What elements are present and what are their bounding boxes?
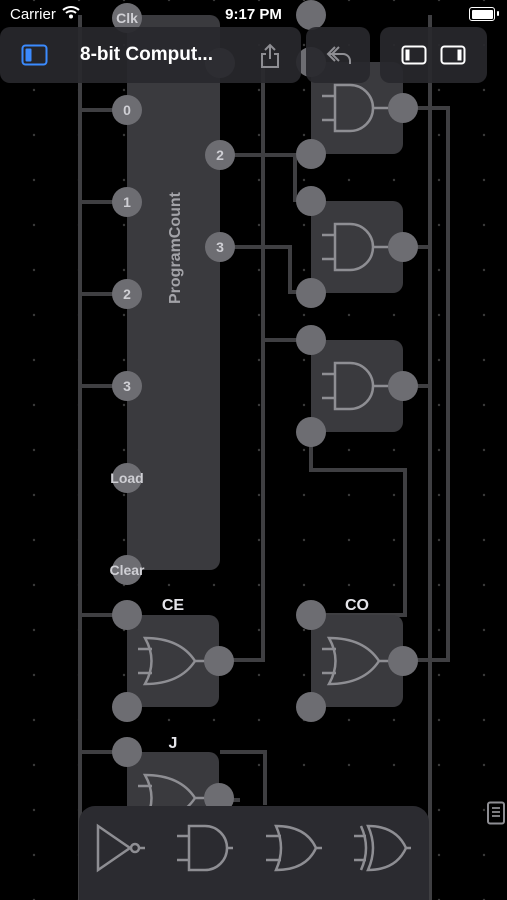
program-counter-label: ProgramCount bbox=[167, 191, 184, 304]
pc-input-port-0 bbox=[112, 95, 142, 125]
port bbox=[296, 692, 326, 722]
carrier-label: Carrier bbox=[10, 6, 56, 23]
component-palette bbox=[79, 806, 429, 900]
port bbox=[296, 417, 326, 447]
gate-label-co: CO bbox=[345, 597, 369, 614]
pc-output-label-2: 2 bbox=[216, 147, 224, 163]
document-title[interactable]: 8-bit Comput... bbox=[80, 44, 213, 65]
port bbox=[388, 232, 418, 262]
and-gate-icon bbox=[322, 361, 388, 411]
port bbox=[204, 646, 234, 676]
and-gate-icon[interactable] bbox=[175, 818, 235, 878]
status-bar: Carrier 9:17 PM bbox=[0, 0, 507, 30]
share-icon[interactable] bbox=[259, 43, 281, 69]
pc-input-port-2 bbox=[112, 279, 142, 309]
pc-output-port-3 bbox=[205, 232, 235, 262]
pc-output-label-3: 3 bbox=[216, 239, 224, 255]
pc-input-label-1: 1 bbox=[123, 194, 131, 210]
xor-gate-icon[interactable] bbox=[352, 818, 412, 878]
pc-input-port-clk bbox=[112, 3, 142, 33]
port bbox=[112, 600, 142, 630]
or-gate-icon[interactable] bbox=[264, 818, 324, 878]
port bbox=[296, 0, 326, 30]
document-toolbar bbox=[0, 27, 301, 83]
pc-input-label-3: 3 bbox=[123, 378, 131, 394]
pc-input-label-0: 0 bbox=[123, 102, 131, 118]
pc-input-label-load: Load bbox=[110, 470, 143, 486]
port bbox=[112, 737, 142, 767]
pc-input-label-clk: Clk bbox=[116, 10, 138, 26]
port bbox=[388, 93, 418, 123]
port bbox=[296, 325, 326, 355]
inspector-document-icon[interactable] bbox=[486, 801, 506, 825]
port bbox=[296, 278, 326, 308]
pc-input-label-clear: Clear bbox=[109, 562, 145, 578]
layout-toolbar bbox=[380, 27, 487, 83]
undo-icon[interactable] bbox=[325, 44, 353, 66]
pc-input-port-clear bbox=[112, 555, 142, 585]
left-panel-icon[interactable] bbox=[401, 45, 427, 65]
pc-input-label-2: 2 bbox=[123, 286, 131, 302]
and-gate-icon bbox=[322, 83, 388, 133]
port bbox=[204, 783, 234, 813]
gate-label-j: J bbox=[169, 735, 178, 752]
pc-input-port-load bbox=[112, 463, 142, 493]
sidebar-toggle-icon[interactable] bbox=[21, 44, 48, 66]
and-gate-icon bbox=[322, 222, 388, 272]
port bbox=[296, 600, 326, 630]
clock: 9:17 PM bbox=[225, 6, 282, 23]
port bbox=[296, 139, 326, 169]
port bbox=[296, 186, 326, 216]
port bbox=[388, 646, 418, 676]
pc-input-port-3 bbox=[112, 371, 142, 401]
port bbox=[112, 692, 142, 722]
wifi-icon bbox=[62, 6, 80, 19]
right-panel-icon[interactable] bbox=[440, 45, 466, 65]
pc-input-port-1 bbox=[112, 187, 142, 217]
gate-label-ce: CE bbox=[162, 597, 185, 614]
battery-tip bbox=[497, 11, 499, 16]
program-counter-block[interactable] bbox=[127, 15, 220, 570]
or-gate-icon bbox=[138, 636, 210, 686]
not-gate-icon[interactable] bbox=[88, 818, 148, 878]
battery-icon bbox=[469, 7, 495, 21]
pc-output-port-2 bbox=[205, 140, 235, 170]
port bbox=[388, 371, 418, 401]
